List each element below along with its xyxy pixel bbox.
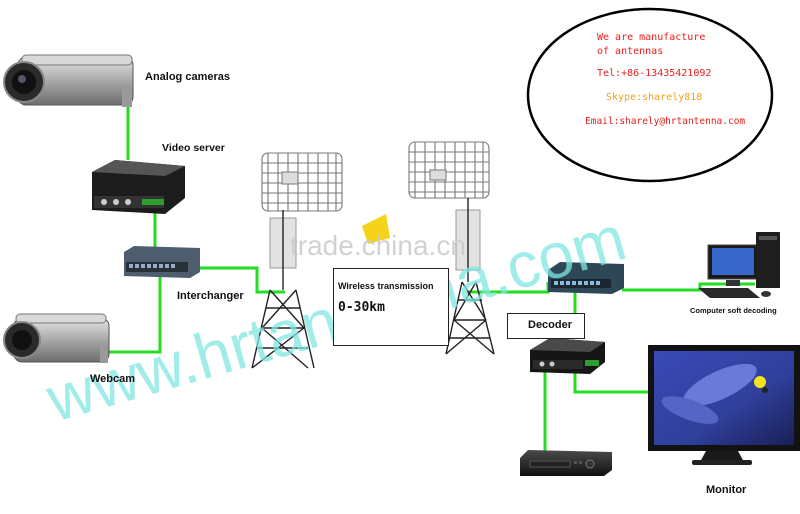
label-wireless-transmission: Wireless transmission — [338, 281, 434, 291]
network-switch-icon — [124, 246, 200, 278]
decoder-icon — [530, 338, 605, 374]
label-interchanger: Interchanger — [177, 290, 244, 302]
contact-email: Email:sharely@hrtantenna.com — [585, 116, 746, 127]
grid-antenna-icon — [261, 152, 343, 212]
contact-ellipse — [526, 7, 774, 183]
network-switch-icon — [548, 262, 624, 294]
contact-tel: Tel:+86-13435421092 — [597, 68, 712, 79]
analog-camera-icon — [3, 54, 134, 107]
video-server-icon — [92, 160, 185, 214]
webcam-icon — [3, 313, 110, 363]
grid-antenna-icon — [408, 141, 490, 199]
monitor-icon — [648, 345, 800, 465]
signal-icon — [362, 214, 390, 244]
decoder-box: Decoder — [507, 313, 585, 339]
contact-skype: Skype:sharely818 — [606, 92, 703, 103]
label-range: 0-30km — [338, 300, 385, 315]
label-analog-cameras: Analog cameras — [145, 71, 230, 83]
contact-line2: of antennas — [597, 46, 664, 57]
label-decoder: Decoder — [528, 319, 573, 331]
computer-icon — [698, 232, 780, 298]
dvr-icon — [520, 450, 612, 476]
label-computer: Computer soft decoding — [690, 306, 777, 315]
label-monitor: Monitor — [706, 484, 747, 496]
lattice-tower-icon — [445, 198, 495, 355]
lattice-tower-icon — [251, 210, 315, 369]
label-video-server: Video server — [162, 142, 225, 154]
watermark-trade: trade.china.cn — [290, 230, 466, 261]
wireless-transmission-box: Wireless transmission 0-30km — [333, 268, 449, 346]
contact-line1: We are manufacture — [597, 32, 706, 43]
label-webcam: Webcam — [90, 373, 136, 385]
